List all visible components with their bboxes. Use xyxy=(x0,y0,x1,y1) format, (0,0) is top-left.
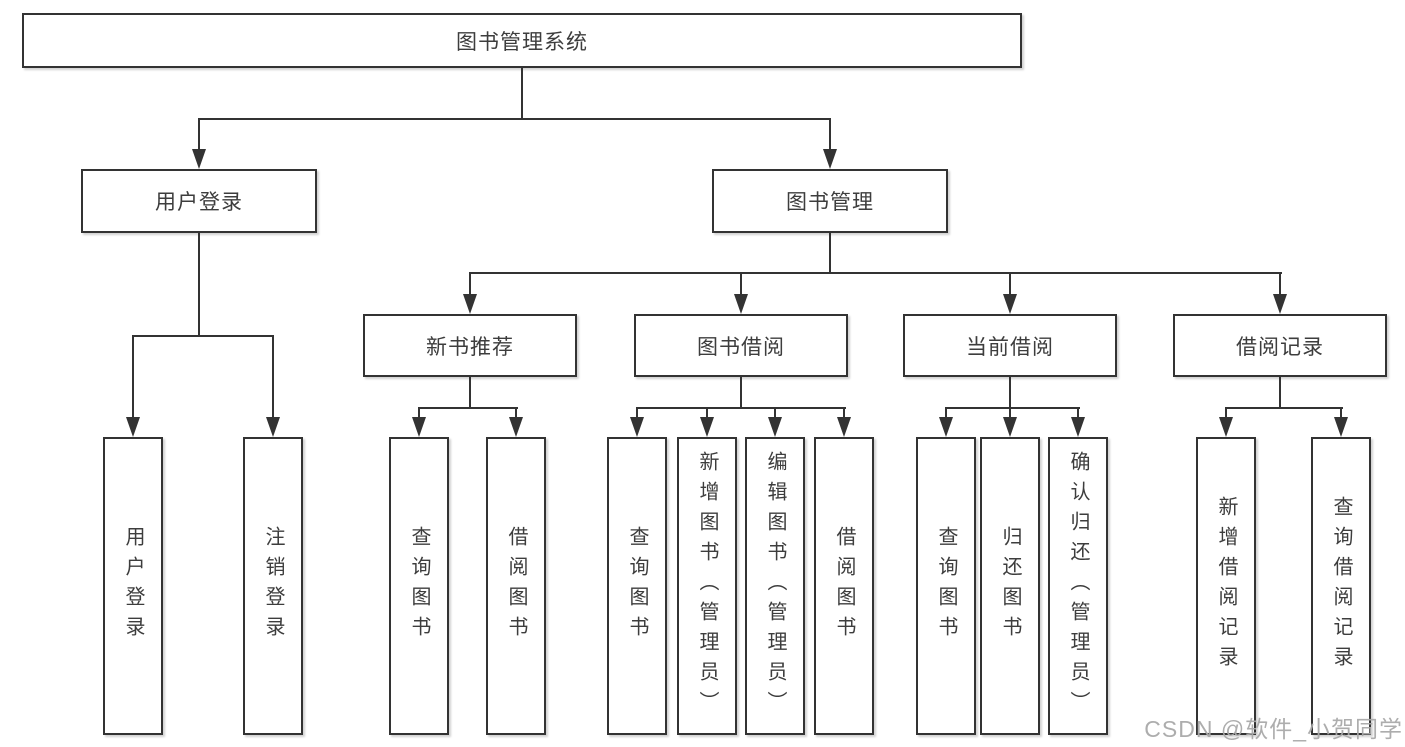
connector-drop-user-login xyxy=(198,118,200,151)
leaf-query-book-current: 查询图书 xyxy=(916,437,976,735)
leaf-borrow-book-recommend: 借阅图书 xyxy=(486,437,546,735)
node-label: 用户登录 xyxy=(155,191,243,214)
node-label: 图书借阅 xyxy=(697,335,785,359)
arrowhead-add-borrow-record xyxy=(1219,417,1233,437)
connector-rail-book-borrow xyxy=(636,407,846,409)
connector-drop-return-book xyxy=(1009,407,1011,419)
connector-rail-level1 xyxy=(198,118,831,120)
node-label: 确认归还（管理员） xyxy=(1067,451,1089,721)
connector-stem-borrow-records xyxy=(1279,377,1281,409)
arrowhead-leaf-user-login xyxy=(126,417,140,437)
arrowhead-borrow-book-1 xyxy=(509,417,523,437)
leaf-logout: 注销登录 xyxy=(243,437,303,735)
node-label: 借阅图书 xyxy=(833,526,855,646)
leaf-confirm-return-admin: 确认归还（管理员） xyxy=(1048,437,1108,735)
connector-stem-book-borrow xyxy=(740,377,742,409)
connector-drop-borrow-records xyxy=(1279,272,1281,296)
leaf-borrow-book: 借阅图书 xyxy=(814,437,874,735)
node-label: 图书管理系统 xyxy=(456,30,588,54)
arrowhead-edit-book xyxy=(768,417,782,437)
connector-drop-leaf-user-login xyxy=(132,335,134,419)
arrowhead-current-borrow xyxy=(1003,294,1017,314)
leaf-query-book-recommend: 查询图书 xyxy=(389,437,449,735)
connector-rail-level2 xyxy=(469,272,1282,274)
connector-drop-query-borrow-record xyxy=(1340,407,1342,419)
connector-drop-query-book-2 xyxy=(636,407,638,419)
arrowhead-user-login xyxy=(192,149,206,169)
connector-drop-query-book-3 xyxy=(945,407,947,419)
connector-drop-query-book-1 xyxy=(418,407,420,419)
connector-stem-root xyxy=(521,68,523,120)
connector-drop-book-borrow xyxy=(740,272,742,296)
node-label: 当前借阅 xyxy=(966,335,1054,359)
arrowhead-borrow-records xyxy=(1273,294,1287,314)
connector-drop-borrow-book-1 xyxy=(515,407,517,419)
connector-drop-borrow-book-2 xyxy=(843,407,845,419)
node-label: 注销登录 xyxy=(262,526,284,646)
node-current-borrow: 当前借阅 xyxy=(903,314,1117,377)
connector-stem-current-borrow xyxy=(1009,377,1011,409)
connector-rail-current-borrow xyxy=(945,407,1080,409)
node-label: 新增借阅记录 xyxy=(1215,496,1237,676)
node-label: 借阅图书 xyxy=(505,526,527,646)
arrowhead-borrow-book-2 xyxy=(837,417,851,437)
connector-drop-confirm-return xyxy=(1077,407,1079,419)
leaf-add-borrow-record: 新增借阅记录 xyxy=(1196,437,1256,735)
arrowhead-book-management xyxy=(823,149,837,169)
arrowhead-add-book xyxy=(700,417,714,437)
node-book-borrow: 图书借阅 xyxy=(634,314,848,377)
arrowhead-query-book-1 xyxy=(412,417,426,437)
node-label: 查询图书 xyxy=(626,526,648,646)
node-label: 新书推荐 xyxy=(426,335,514,359)
connector-drop-add-borrow-record xyxy=(1225,407,1227,419)
node-label: 编辑图书（管理员） xyxy=(764,451,786,721)
node-label: 查询借阅记录 xyxy=(1330,496,1352,676)
node-library-management-system: 图书管理系统 xyxy=(22,13,1022,68)
node-label: 查询图书 xyxy=(935,526,957,646)
leaf-add-book-admin: 新增图书（管理员） xyxy=(677,437,737,735)
node-label: 归还图书 xyxy=(999,526,1021,646)
leaf-return-book: 归还图书 xyxy=(980,437,1040,735)
node-label: 查询图书 xyxy=(408,526,430,646)
connector-drop-current-borrow xyxy=(1009,272,1011,296)
node-label: 图书管理 xyxy=(786,191,874,214)
leaf-user-login: 用户登录 xyxy=(103,437,163,735)
connector-stem-book-management xyxy=(829,233,831,274)
csdn-watermark: CSDN @软件_小贺同学 xyxy=(1144,716,1403,742)
arrowhead-query-book-3 xyxy=(939,417,953,437)
connector-drop-new-book-recommend xyxy=(469,272,471,296)
connector-stem-new-book-recommend xyxy=(469,377,471,409)
leaf-edit-book-admin: 编辑图书（管理员） xyxy=(745,437,805,735)
connector-rail-user-login xyxy=(132,335,274,337)
node-borrow-records: 借阅记录 xyxy=(1173,314,1387,377)
node-label: 借阅记录 xyxy=(1236,335,1324,359)
node-label: 新增图书（管理员） xyxy=(696,451,718,721)
arrowhead-book-borrow xyxy=(734,294,748,314)
connector-drop-edit-book xyxy=(774,407,776,419)
arrowhead-leaf-logout xyxy=(266,417,280,437)
node-label: 用户登录 xyxy=(122,526,144,646)
node-book-management: 图书管理 xyxy=(712,169,948,233)
arrowhead-new-book-recommend xyxy=(463,294,477,314)
connector-drop-add-book xyxy=(706,407,708,419)
node-user-login: 用户登录 xyxy=(81,169,317,233)
connector-rail-borrow-records xyxy=(1225,407,1343,409)
leaf-query-book-borrow: 查询图书 xyxy=(607,437,667,735)
node-new-book-recommend: 新书推荐 xyxy=(363,314,577,377)
connector-stem-user-login xyxy=(198,233,200,337)
arrowhead-return-book xyxy=(1003,417,1017,437)
leaf-query-borrow-record: 查询借阅记录 xyxy=(1311,437,1371,735)
connector-drop-leaf-logout xyxy=(272,335,274,419)
arrowhead-query-book-2 xyxy=(630,417,644,437)
arrowhead-query-borrow-record xyxy=(1334,417,1348,437)
connector-drop-book-management xyxy=(829,118,831,151)
connector-rail-new-book-recommend xyxy=(418,407,518,409)
arrowhead-confirm-return xyxy=(1071,417,1085,437)
